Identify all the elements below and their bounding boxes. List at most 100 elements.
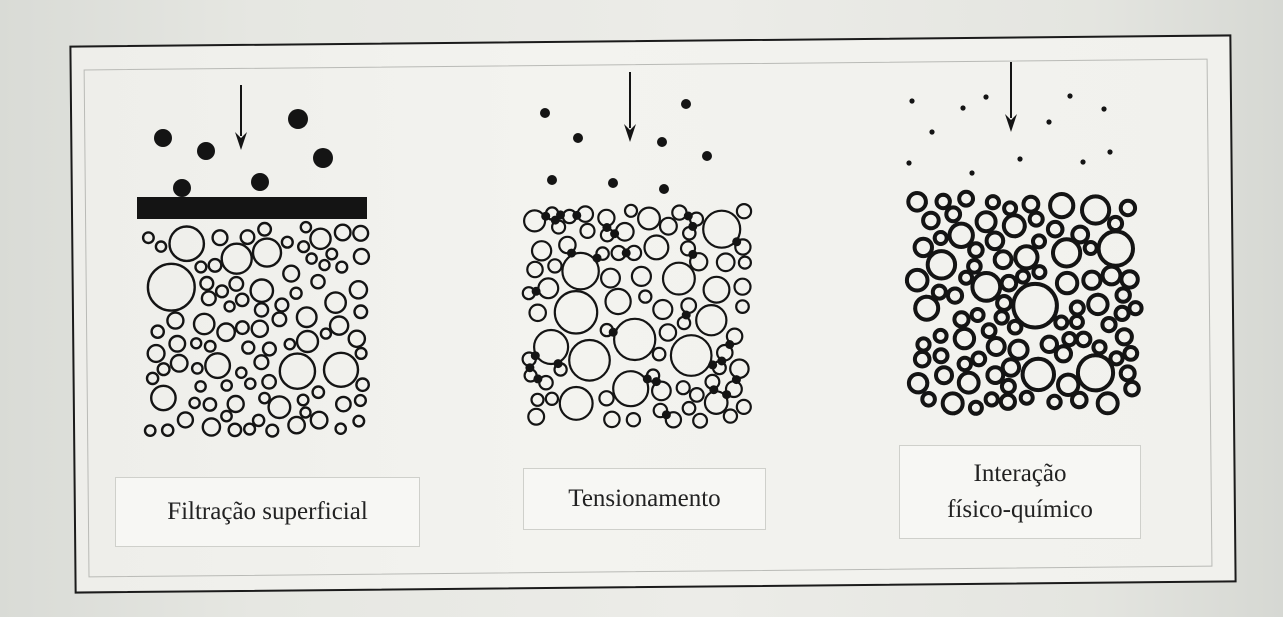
media-grain: [599, 267, 621, 289]
media-grain: [282, 264, 301, 283]
adsorbed-particle: [913, 307, 918, 311]
media-grain: [141, 231, 155, 245]
adsorbed-particle: [1038, 388, 1043, 392]
media-grain: [643, 234, 670, 261]
adsorbed-particle: [920, 395, 925, 400]
adsorbed-particle: [1085, 343, 1090, 347]
adsorbed-particle: [1024, 343, 1029, 347]
adsorbed-particle: [962, 311, 967, 315]
adsorbed-particle: [1081, 383, 1086, 388]
media-grain: [194, 260, 208, 274]
adsorbed-particle: [1034, 250, 1039, 255]
media-grain: [527, 407, 546, 426]
adsorbed-particle: [1088, 308, 1093, 313]
adsorbed-particle: [976, 379, 981, 384]
media-grain: [166, 311, 185, 330]
trapped-particle: [651, 377, 661, 387]
media-grain: [207, 257, 223, 273]
media-grain: [287, 415, 306, 435]
media-grain: [636, 206, 661, 231]
adsorbed-particle: [958, 375, 962, 380]
adsorbed-particle: [1034, 245, 1039, 249]
particle: [573, 133, 583, 143]
media-grain: [188, 396, 201, 410]
adsorbed-particle: [1023, 323, 1028, 328]
adsorbed-particle: [1055, 316, 1060, 320]
adsorbed-particle: [955, 343, 960, 348]
media-grain: [530, 392, 545, 407]
adsorbed-particle: [1027, 244, 1032, 249]
adsorbed-particle: [905, 280, 909, 284]
adsorbed-particle: [1127, 306, 1132, 311]
adsorbed-particle: [1053, 311, 1058, 316]
adsorbed-particle: [976, 224, 980, 229]
particle: [702, 151, 712, 161]
adsorbed-particle: [1007, 322, 1012, 327]
adsorbed-particle: [1108, 380, 1113, 384]
adsorbed-particle: [941, 295, 945, 300]
adsorbed-particle: [1082, 403, 1087, 408]
adsorbed-particle: [1127, 292, 1132, 296]
adsorbed-particle: [987, 391, 992, 396]
adsorbed-particle: [1060, 344, 1065, 349]
media-grain: [243, 377, 257, 391]
adsorbed-particle: [917, 337, 922, 342]
media-grain: [932, 327, 949, 344]
arrowhead-icon: [624, 124, 636, 142]
adsorbed-particle: [1024, 362, 1029, 366]
label-interaction: Interação físico-químico: [899, 445, 1141, 539]
adsorbed-particle: [980, 351, 985, 356]
media-grain: [702, 275, 731, 304]
media-grain: [295, 306, 318, 329]
adsorbed-particle: [993, 315, 998, 320]
adsorbed-particle: [1018, 287, 1023, 292]
media-grain: [322, 351, 360, 388]
media-grain: [234, 320, 250, 336]
adsorbed-particle: [981, 315, 985, 320]
adsorbed-particle: [1030, 222, 1034, 227]
adsorbed-particle: [1081, 304, 1086, 309]
adsorbed-particle: [1020, 321, 1025, 326]
adsorbed-particle: [1118, 341, 1122, 345]
adsorbed-particle: [925, 338, 930, 342]
adsorbed-particle: [1067, 346, 1071, 351]
media-grain: [733, 277, 752, 296]
adsorbed-particle: [1059, 326, 1064, 331]
adsorbed-particle: [956, 329, 960, 334]
media-grain: [271, 311, 288, 328]
label-filtration-line-1: Filtração superficial: [167, 498, 368, 525]
adsorbed-particle: [1103, 280, 1108, 285]
adsorbed-particle: [992, 296, 997, 300]
adsorbed-particle: [958, 193, 962, 198]
particle: [1046, 119, 1052, 125]
adsorbed-particle: [1053, 346, 1058, 351]
media-grain: [311, 385, 326, 400]
label-tension-line-1: Tensionamento: [568, 485, 721, 512]
media-grain: [579, 222, 596, 239]
media-grain: [261, 341, 278, 357]
adsorbed-particle: [990, 227, 995, 231]
particle: [313, 148, 333, 168]
adsorbed-particle: [1132, 368, 1136, 373]
adsorbed-particle: [1028, 219, 1032, 224]
adsorbed-particle: [995, 298, 1000, 303]
trapped-particle: [717, 356, 727, 366]
media-grain: [226, 394, 245, 414]
media-grain: [220, 379, 233, 392]
adsorbed-particle: [1096, 284, 1100, 289]
media-grain: [1118, 364, 1137, 383]
adsorbed-particle: [992, 336, 997, 340]
media-grain: [1096, 229, 1136, 268]
adsorbed-particle: [1004, 294, 1008, 299]
adsorbed-particle: [933, 357, 938, 362]
adsorbed-particle: [1002, 347, 1007, 351]
adsorbed-particle: [1003, 310, 1008, 315]
adsorbed-particle: [1111, 327, 1116, 332]
adsorbed-particle: [953, 314, 957, 319]
adsorbed-particle: [1004, 378, 1009, 382]
media-grain: [150, 324, 165, 340]
adsorbed-particle: [951, 268, 956, 273]
adsorbed-particle: [1094, 243, 1099, 248]
adsorbed-particle: [917, 390, 921, 395]
adsorbed-particle: [1072, 403, 1077, 408]
